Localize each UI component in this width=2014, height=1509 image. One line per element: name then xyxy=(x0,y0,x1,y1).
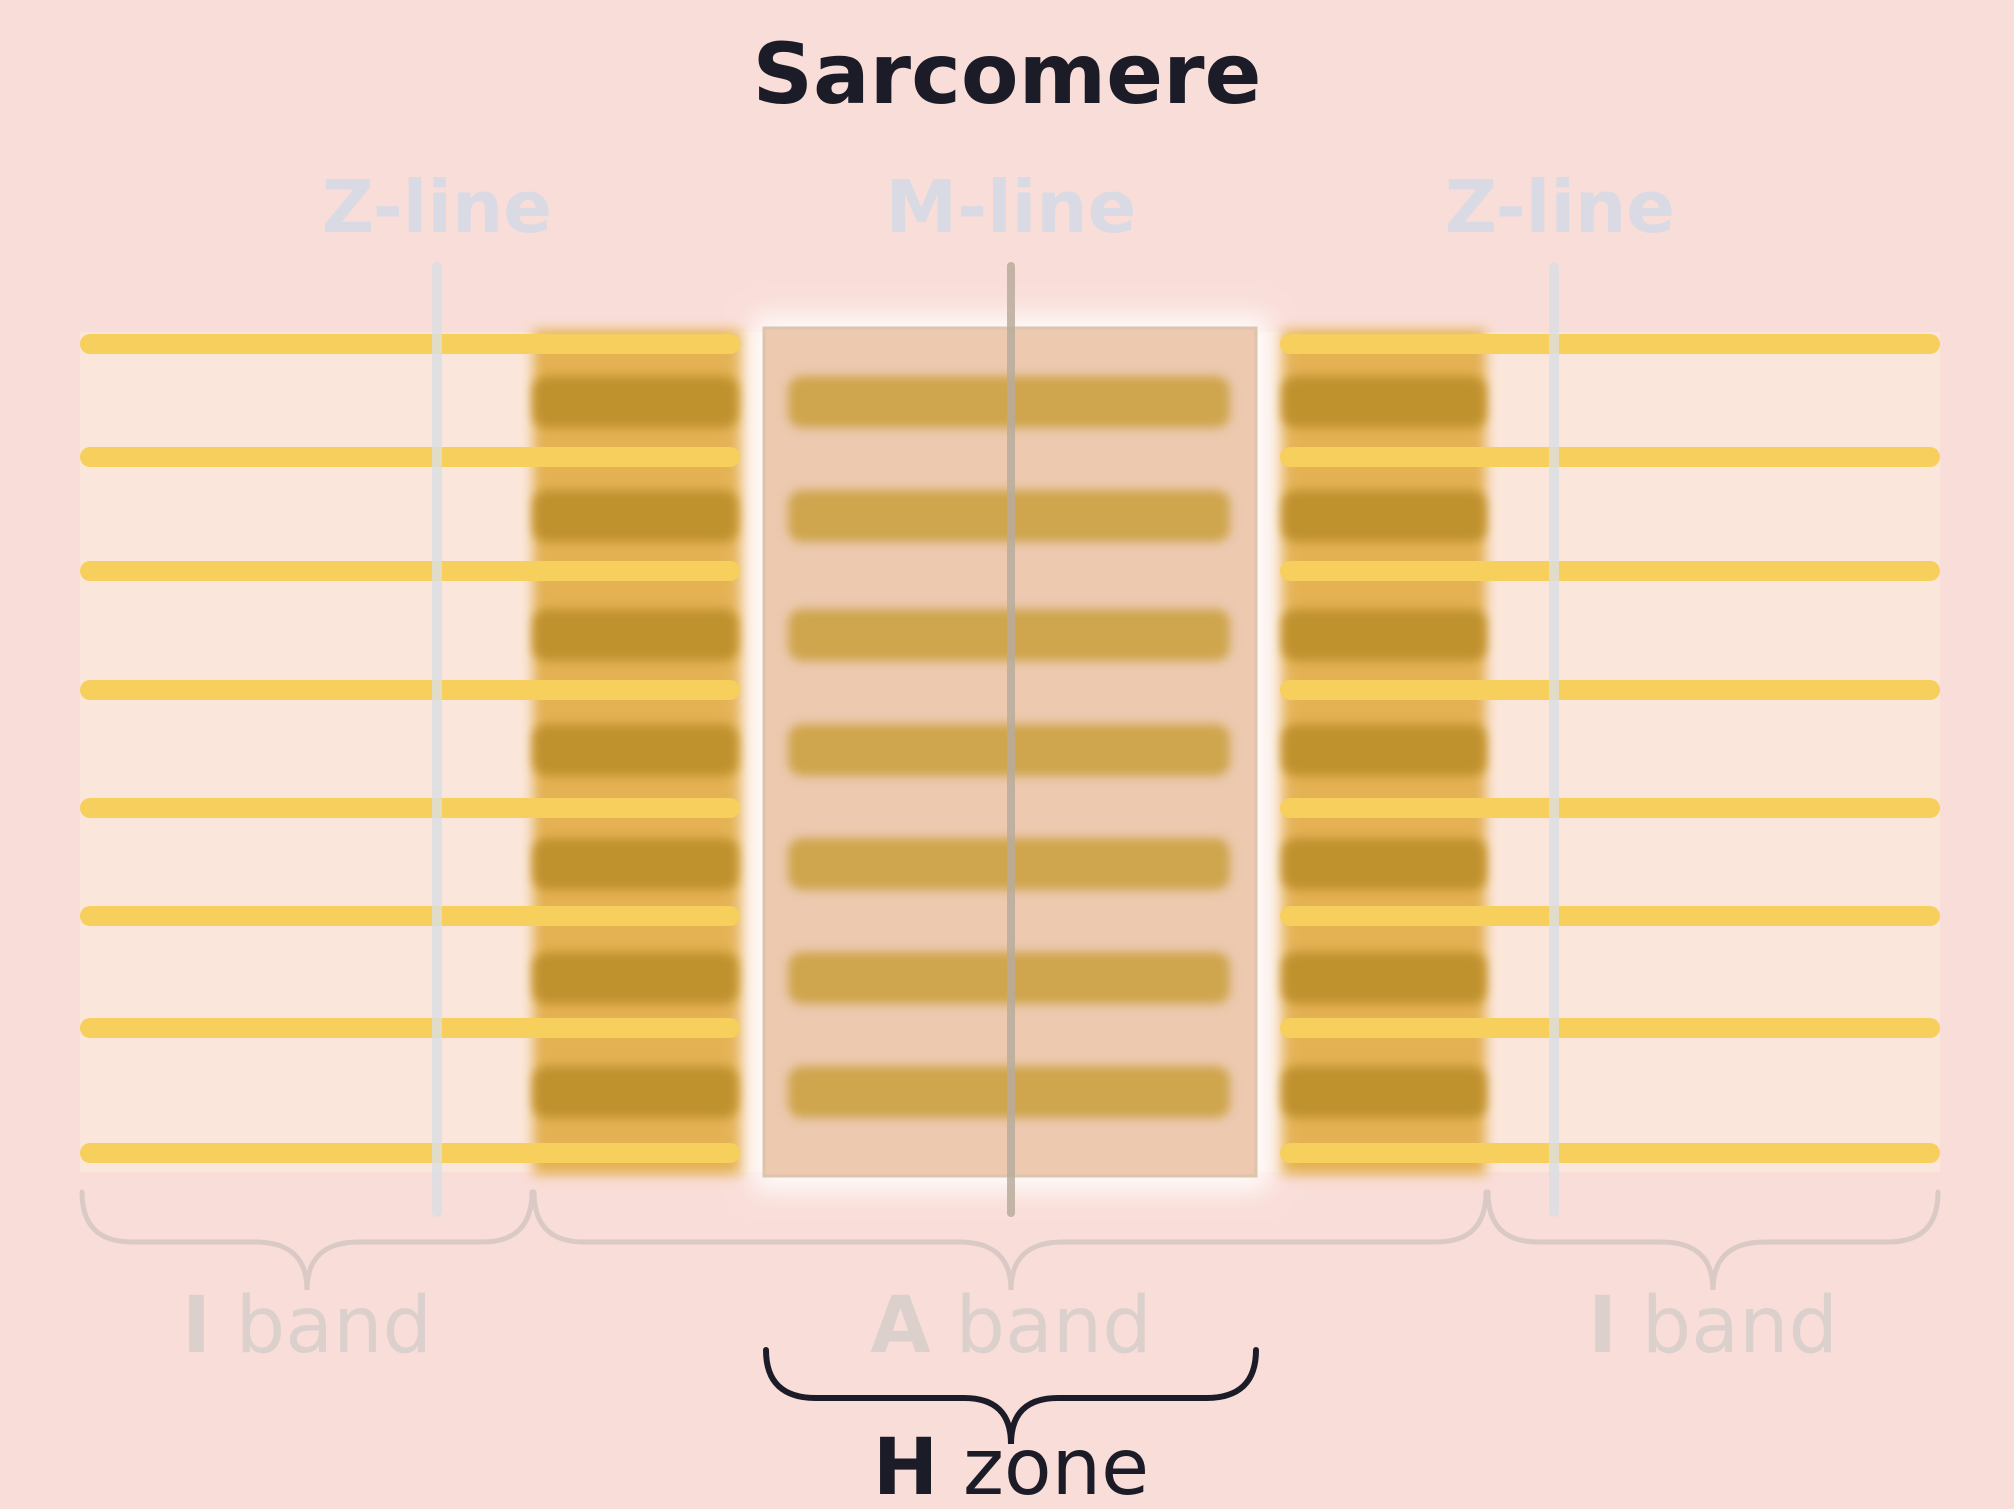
i-band-left-label: I band xyxy=(182,1281,432,1371)
thin-filament xyxy=(80,1018,740,1038)
thick-filament-overlap xyxy=(533,609,738,661)
thin-filament xyxy=(80,561,740,581)
m-line xyxy=(1007,262,1015,1217)
diagram-title: Sarcomere xyxy=(752,25,1261,123)
thick-filament-overlap xyxy=(533,952,738,1004)
thin-filaments xyxy=(80,334,1940,1163)
h-zone-label: H zone xyxy=(873,1423,1149,1509)
h-zone-brace xyxy=(763,1347,1259,1445)
thick-filament-overlap xyxy=(1282,376,1486,428)
thick-filament-overlap xyxy=(533,724,738,776)
thin-filament xyxy=(1280,680,1940,700)
i-band-left-brace xyxy=(79,1189,535,1291)
thin-filament xyxy=(1280,798,1940,818)
thin-filament xyxy=(80,680,740,700)
thick-filament-overlap xyxy=(1282,952,1486,1004)
thin-filament xyxy=(1280,906,1940,926)
i-band-right-brace xyxy=(1485,1189,1941,1291)
thick-filament-overlap xyxy=(533,1066,738,1118)
i-band-right-label: I band xyxy=(1588,1281,1838,1371)
thin-filament xyxy=(1280,334,1940,354)
thick-filament-overlap xyxy=(1282,490,1486,542)
thin-filament xyxy=(80,334,740,354)
thick-filament-overlap xyxy=(1282,724,1486,776)
thin-filament xyxy=(80,1143,740,1163)
thin-filament xyxy=(80,447,740,467)
a-band-brace xyxy=(531,1189,1489,1291)
thick-filament-overlap xyxy=(1282,1066,1486,1118)
thick-filament-overlap xyxy=(1282,609,1486,661)
thin-filament xyxy=(1280,447,1940,467)
thin-filament xyxy=(1280,1143,1940,1163)
thin-filament xyxy=(1280,561,1940,581)
thick-filament-overlap xyxy=(533,838,738,890)
thin-filament xyxy=(80,798,740,818)
a-band-label: A band xyxy=(870,1281,1151,1371)
z-line-right-label: Z-line xyxy=(1445,165,1675,249)
z-line-left-label: Z-line xyxy=(322,165,552,249)
m-line-label: M-line xyxy=(886,165,1137,249)
thick-filament-overlap xyxy=(1282,838,1486,890)
thin-filament xyxy=(80,906,740,926)
thick-filament-overlap xyxy=(533,490,738,542)
thin-filament xyxy=(1280,1018,1940,1038)
thick-filament-overlap xyxy=(533,376,738,428)
z-line-right xyxy=(1549,262,1559,1217)
z-line-left xyxy=(432,262,442,1217)
